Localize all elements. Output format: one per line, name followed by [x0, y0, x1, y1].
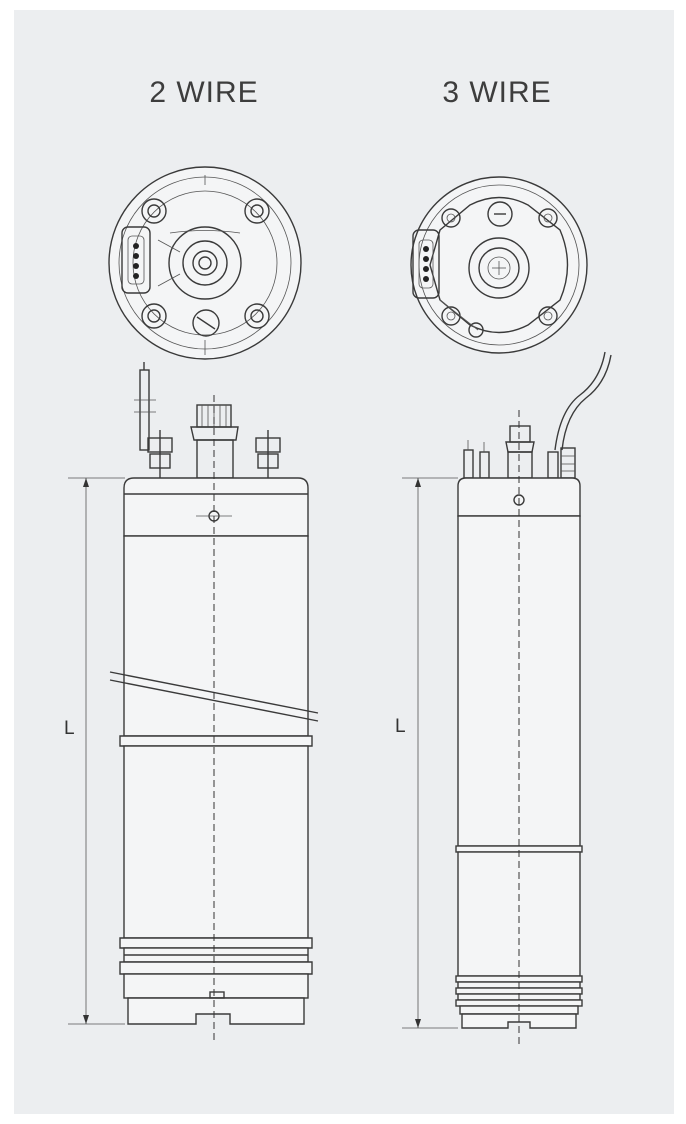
- three-wire-motor-side-view: [402, 351, 612, 1048]
- two-wire-length-label: L: [64, 718, 75, 739]
- two-wire-motor-side-view: [68, 362, 319, 1044]
- three-wire-length-label: L: [395, 716, 406, 737]
- three-wire-top-view: [410, 176, 588, 354]
- three-wire-title: 3 WIRE: [442, 76, 552, 109]
- two-wire-title: 2 WIRE: [149, 76, 259, 109]
- two-wire-top-view: [108, 166, 302, 360]
